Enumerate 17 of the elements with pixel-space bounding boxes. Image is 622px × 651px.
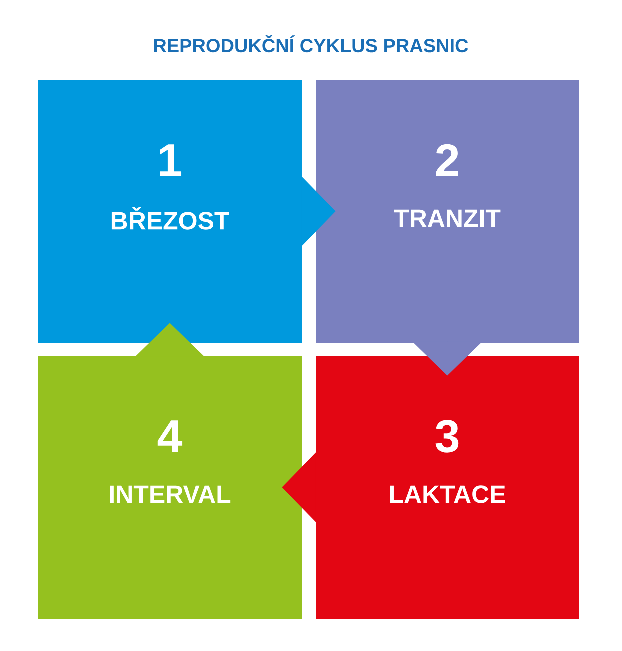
step-label: TRANZIT bbox=[394, 210, 501, 228]
step-number: 3 bbox=[436, 420, 459, 453]
square-panel bbox=[316, 356, 579, 619]
step-number: 4 bbox=[158, 420, 183, 452]
arrow-tab bbox=[135, 323, 205, 358]
arrow-tab bbox=[412, 342, 482, 376]
step-label: INTERVAL bbox=[110, 486, 231, 504]
square-panel bbox=[38, 356, 302, 619]
arrow-tab bbox=[302, 176, 336, 246]
step-label: LAKTACE bbox=[390, 486, 506, 504]
square-panel bbox=[316, 80, 579, 343]
arrow-tab bbox=[282, 452, 316, 522]
step-label: BŘEZOST bbox=[112, 207, 230, 230]
title: REPRODUKČNÍ CYKLUS PRASNIC bbox=[154, 35, 468, 53]
step-number: 1 bbox=[160, 144, 182, 176]
step-number: 2 bbox=[436, 144, 458, 177]
square-panel bbox=[38, 80, 302, 343]
